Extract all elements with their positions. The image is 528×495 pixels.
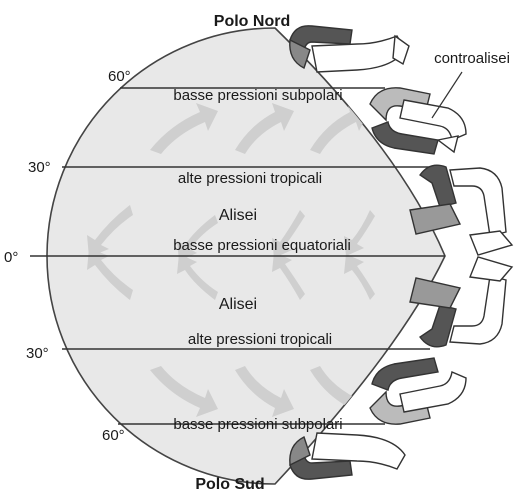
ferrel-cell-south-icon xyxy=(370,358,466,424)
zone-label-north-subpolar: basse pressioni subpolari xyxy=(173,87,342,104)
latitude-label-equator: 0° xyxy=(4,249,18,266)
zone-label-south-subpolar: basse pressioni subpolari xyxy=(173,416,342,433)
latitude-label-n60: 60° xyxy=(108,68,131,85)
ferrel-cell-north-icon xyxy=(370,88,466,154)
wind-label-controalisei: controalisei xyxy=(434,50,510,67)
zone-label-north-tropical: alte pressioni tropicali xyxy=(178,170,322,187)
wind-label-north-alisei: Alisei xyxy=(219,207,257,224)
latitude-label-s30: 30° xyxy=(26,345,49,362)
wind-label-south-alisei: Alisei xyxy=(219,296,257,313)
north-pole-label: Polo Nord xyxy=(214,13,290,30)
latitude-label-s60: 60° xyxy=(102,427,125,444)
zone-label-equatorial: basse pressioni equatoriali xyxy=(173,237,351,254)
zone-label-south-tropical: alte pressioni tropicali xyxy=(188,331,332,348)
latitude-label-n30: 30° xyxy=(28,159,51,176)
south-pole-label: Polo Sud xyxy=(195,476,264,493)
